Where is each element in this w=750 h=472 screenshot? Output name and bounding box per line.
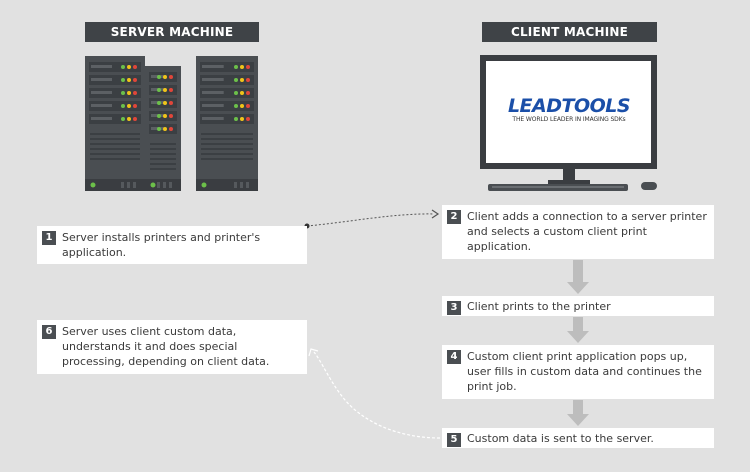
flow-arrow-head [567, 331, 589, 343]
step-6: 6 Server uses client custom data, unders… [37, 320, 307, 374]
leadtools-logo: LEADTOOLS THE WORLD LEADER IN IMAGING SD… [504, 96, 634, 124]
step-2: 2 Client adds a connection to a server p… [442, 205, 714, 259]
step-text: Custom client print application pops up,… [467, 350, 702, 393]
step-number: 3 [447, 301, 461, 315]
flow-arrow-shaft [573, 317, 583, 333]
flow-arrows [567, 260, 589, 426]
step-1: 1 Server installs printers and printer's… [37, 226, 307, 264]
step-5: 5 Custom data is sent to the server. [442, 428, 714, 448]
step-text: Server installs printers and printer's a… [62, 231, 261, 259]
step-text: Custom data is sent to the server. [467, 432, 654, 445]
step-number: 5 [447, 433, 461, 447]
step-4: 4 Custom client print application pops u… [442, 345, 714, 399]
server-machine-header: SERVER MACHINE [85, 22, 259, 42]
connector-5-to-6 [308, 348, 441, 439]
step-number: 1 [42, 231, 56, 245]
step-text: Client prints to the printer [467, 300, 611, 313]
logo-wordmark: LEADTOOLS [507, 95, 631, 117]
flow-arrow-shaft [573, 400, 583, 416]
step-text: Server uses client custom data, understa… [62, 325, 270, 368]
connector-1-to-2 [304, 209, 440, 229]
keyboard-icon [488, 184, 628, 191]
step-number: 6 [42, 325, 56, 339]
monitor-icon [480, 55, 657, 184]
step-3: 3 Client prints to the printer [442, 296, 714, 316]
logo-tagline: THE WORLD LEADER IN IMAGING SDKs [512, 116, 626, 123]
flow-arrow-head [567, 414, 589, 426]
flow-arrow-shaft [573, 260, 583, 284]
server-rack-icon [85, 56, 258, 191]
client-machine-header: CLIENT MACHINE [482, 22, 657, 42]
mouse-icon [641, 182, 657, 190]
step-text: Client adds a connection to a server pri… [467, 210, 707, 253]
step-number: 2 [447, 210, 461, 224]
step-number: 4 [447, 350, 461, 364]
flow-arrow-head [567, 282, 589, 294]
